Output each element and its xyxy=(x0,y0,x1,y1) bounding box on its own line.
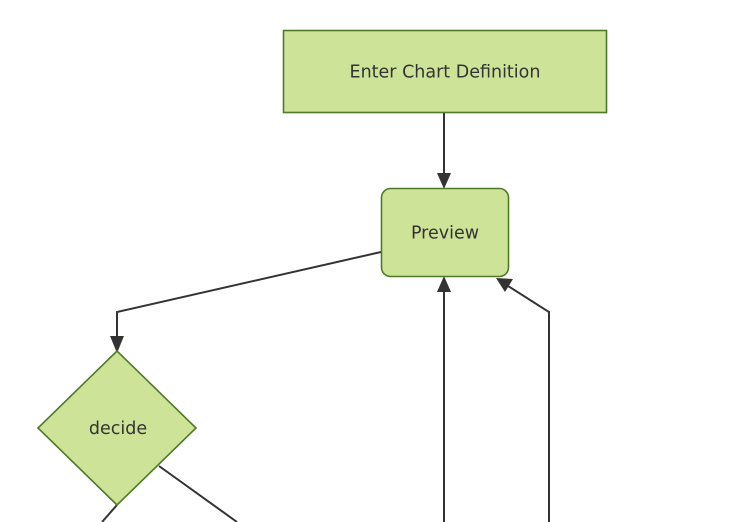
arrowhead-icon xyxy=(437,276,451,292)
edge-preview-to-decide-line xyxy=(116,251,382,344)
edge-into-preview-bottom-right xyxy=(496,278,550,522)
node-preview[interactable]: Preview xyxy=(380,187,510,278)
edge-preview-to-decide xyxy=(110,251,382,353)
node-enter-chart-definition[interactable]: Enter Chart Definition xyxy=(282,29,608,114)
arrowhead-icon xyxy=(437,173,451,189)
node-layer: Enter Chart Definition Preview decide xyxy=(36,29,608,507)
arrowhead-icon xyxy=(496,278,513,292)
node-decide[interactable]: decide xyxy=(36,349,198,507)
edge-into-preview-bottom-center xyxy=(437,276,451,522)
node-decide-shape[interactable] xyxy=(36,349,198,507)
edge-into-preview-bottom-right-line xyxy=(507,285,550,522)
node-decide-label: decide xyxy=(89,419,147,439)
edge-layer xyxy=(101,113,550,522)
arrowhead-icon xyxy=(110,336,124,353)
edge-decide-out-right xyxy=(158,465,238,522)
node-preview-shape[interactable] xyxy=(380,187,510,278)
edge-decide-out-left xyxy=(101,504,118,522)
node-preview-label: Preview xyxy=(411,224,479,244)
edge-enter-to-preview xyxy=(437,113,451,189)
node-enter-chart-definition-label: Enter Chart Definition xyxy=(350,63,541,83)
node-enter-chart-definition-shape[interactable] xyxy=(282,29,608,114)
